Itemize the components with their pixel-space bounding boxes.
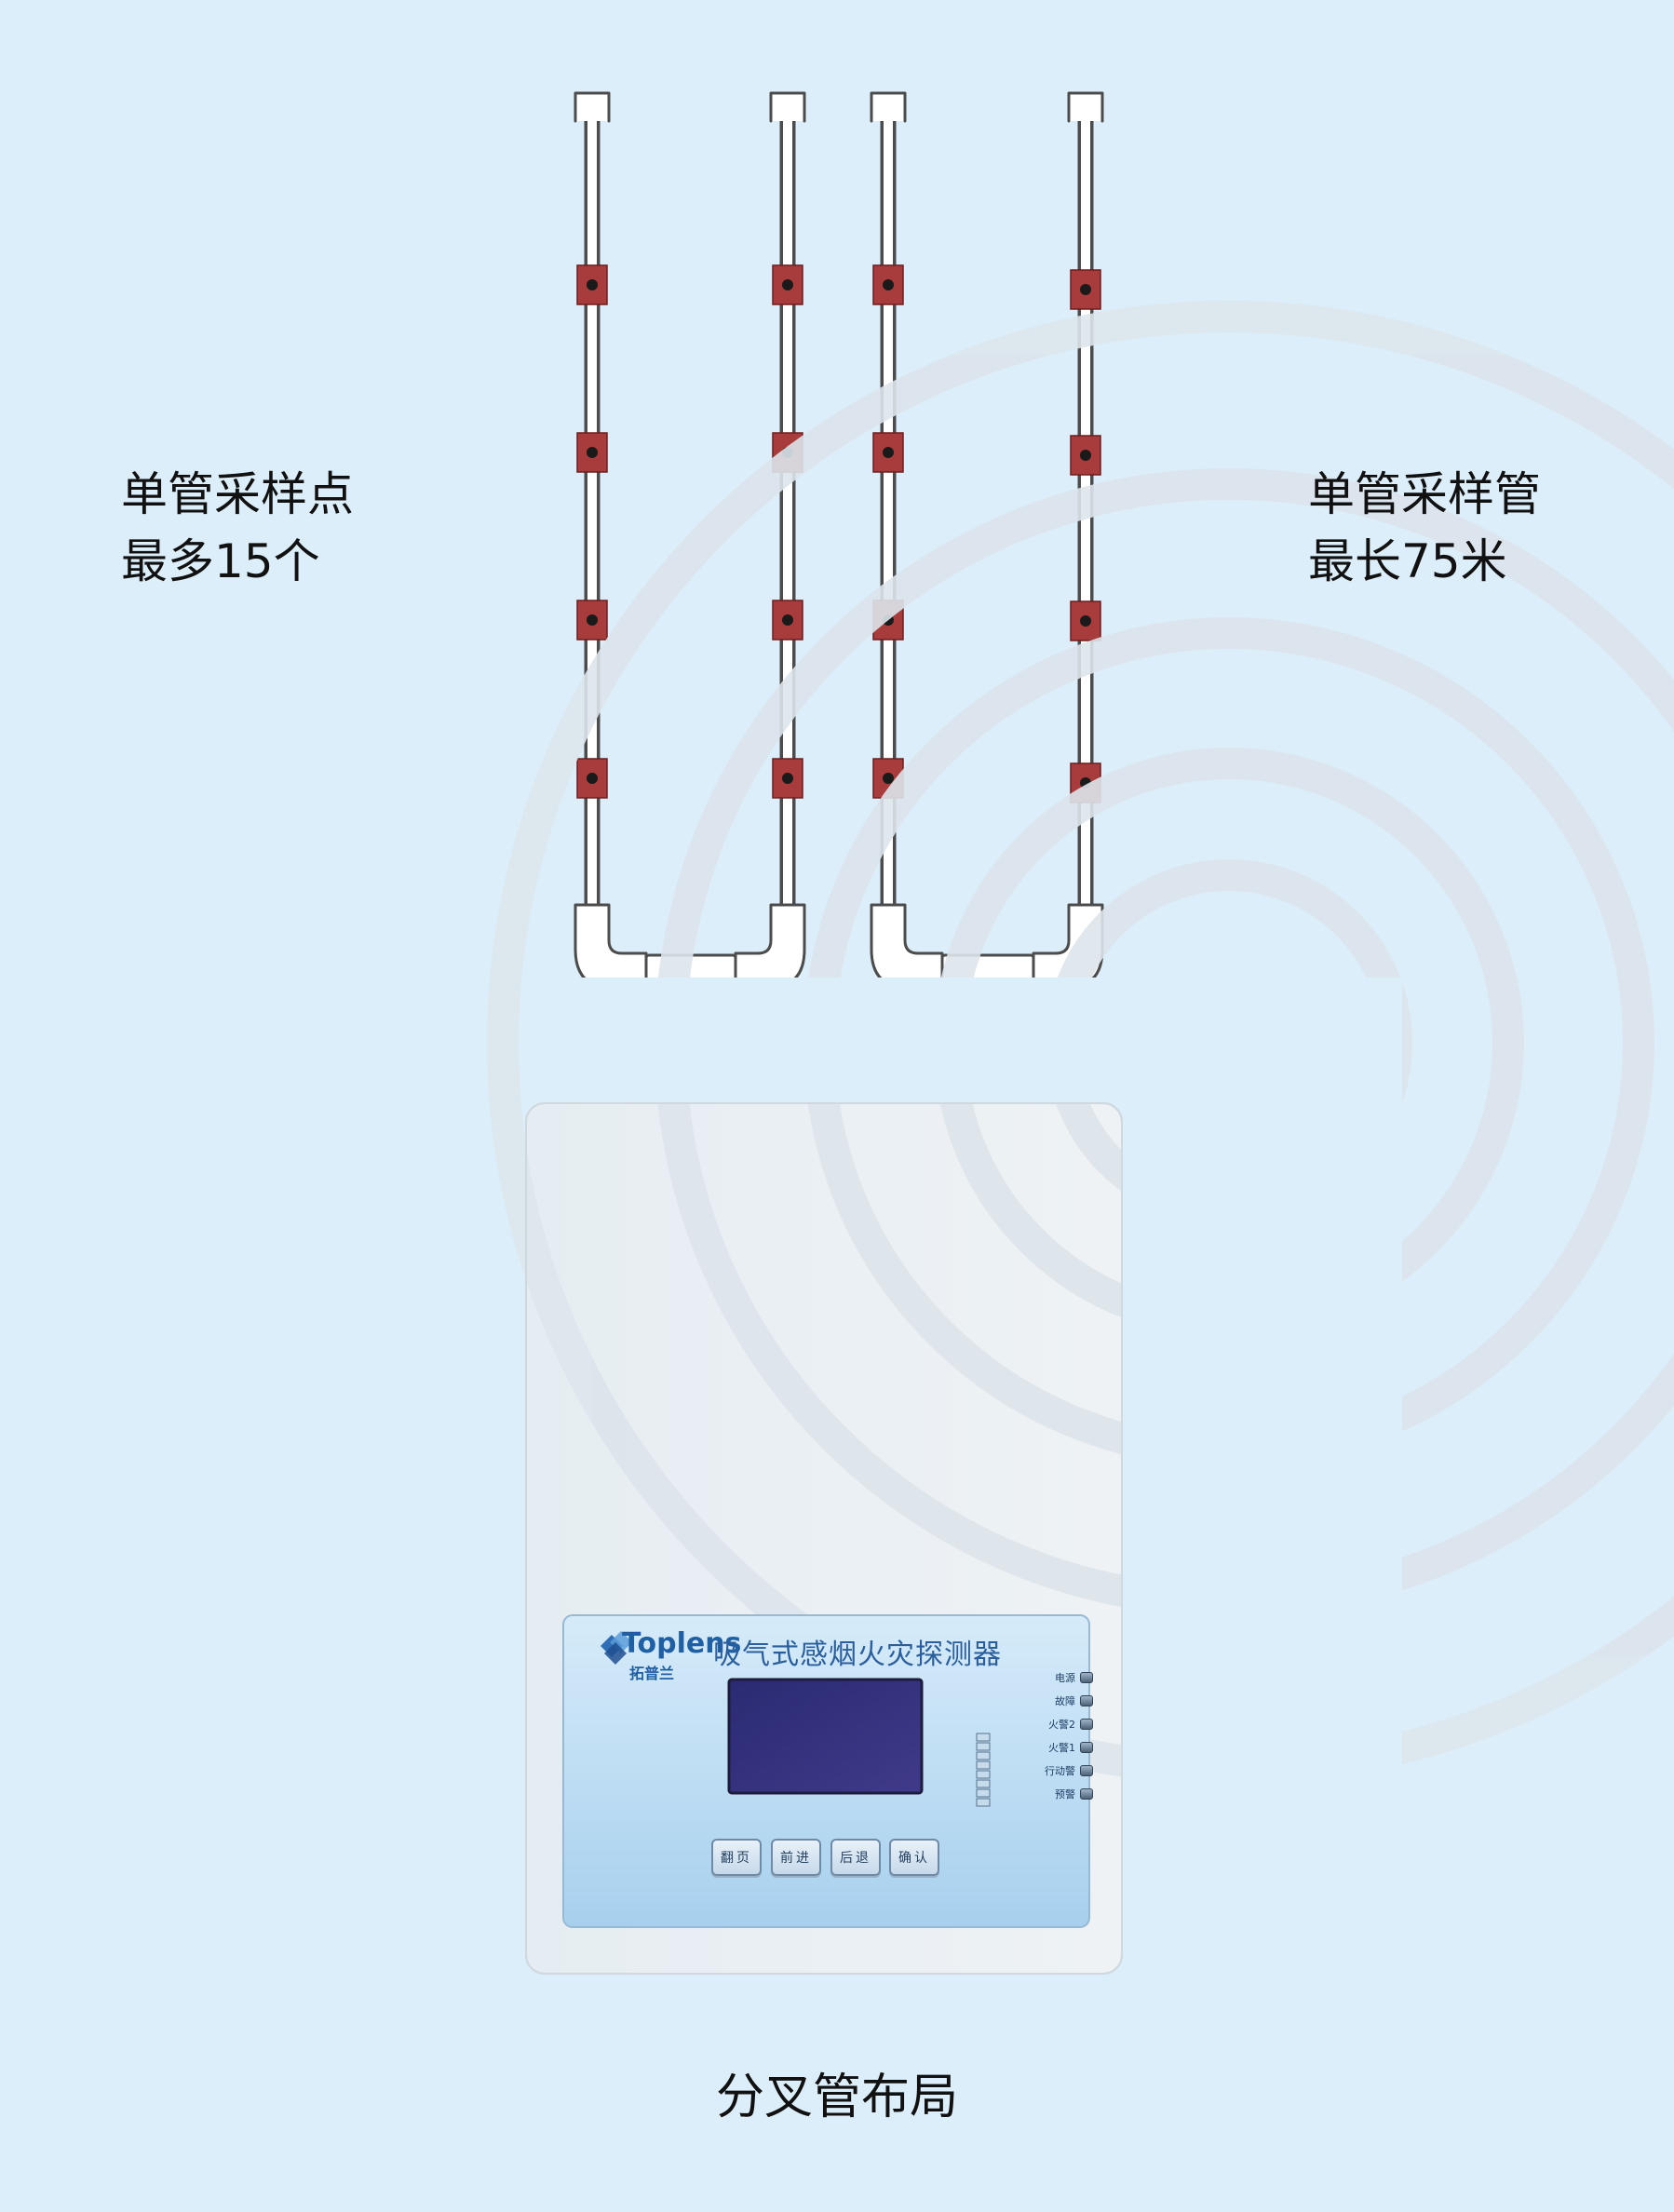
brand-name-en: Toplens — [622, 1627, 742, 1660]
level-bar-graph — [976, 1733, 991, 1807]
indicator-prealarm: 预警 — [968, 1783, 1093, 1805]
caption-right-line2: 最长75米 — [1308, 534, 1507, 588]
page-button[interactable]: 翻页 — [711, 1839, 762, 1876]
layout-title: 分叉管布局 — [715, 2070, 958, 2125]
led-icon — [1080, 1719, 1093, 1730]
indicator-label: 火警1 — [1048, 1742, 1075, 1754]
brand-name-cn: 拓普兰 — [629, 1665, 675, 1682]
indicator-fault: 故障 — [968, 1690, 1093, 1712]
led-icon — [1080, 1672, 1093, 1683]
arc-mask — [521, 978, 1402, 2002]
indicator-power: 电源 — [968, 1666, 1093, 1689]
elbow-3 — [870, 903, 944, 991]
product-name: 吸气式感烟火灾探测器 — [713, 1639, 1002, 1671]
lcd-screen — [727, 1678, 924, 1795]
indicator-label: 行动警 — [1045, 1765, 1075, 1777]
indicator-label: 火警2 — [1048, 1719, 1075, 1731]
confirm-button[interactable]: 确认 — [889, 1839, 939, 1876]
elbow-2 — [734, 903, 806, 991]
elbow-1 — [574, 903, 648, 991]
caption-left-line2: 最多15个 — [121, 534, 320, 588]
indicator-label: 预警 — [1055, 1788, 1075, 1801]
forward-button[interactable]: 前进 — [771, 1839, 821, 1876]
led-icon — [1080, 1788, 1093, 1800]
caption-right-line1: 单管采样管 — [1308, 467, 1541, 521]
indicator-label: 电源 — [1055, 1672, 1075, 1684]
indicator-fire2: 火警2 — [968, 1713, 1093, 1735]
led-icon — [1080, 1742, 1093, 1753]
indicator-fire1: 火警1 — [968, 1736, 1093, 1759]
back-button[interactable]: 后退 — [830, 1839, 881, 1876]
front-panel — [562, 1614, 1090, 1928]
led-icon — [1080, 1695, 1093, 1706]
sampling-holes — [576, 264, 1101, 803]
pipe-length-caption: 单管采样管 最长75米 — [1308, 461, 1541, 595]
led-icon — [1080, 1765, 1093, 1776]
caption-left-line1: 单管采样点 — [121, 467, 354, 521]
indicator-label: 故障 — [1055, 1695, 1075, 1707]
sampling-points-caption: 单管采样点 最多15个 — [121, 461, 354, 595]
indicator-action: 行动警 — [968, 1760, 1093, 1782]
brand-logo-icon — [601, 1631, 632, 1665]
